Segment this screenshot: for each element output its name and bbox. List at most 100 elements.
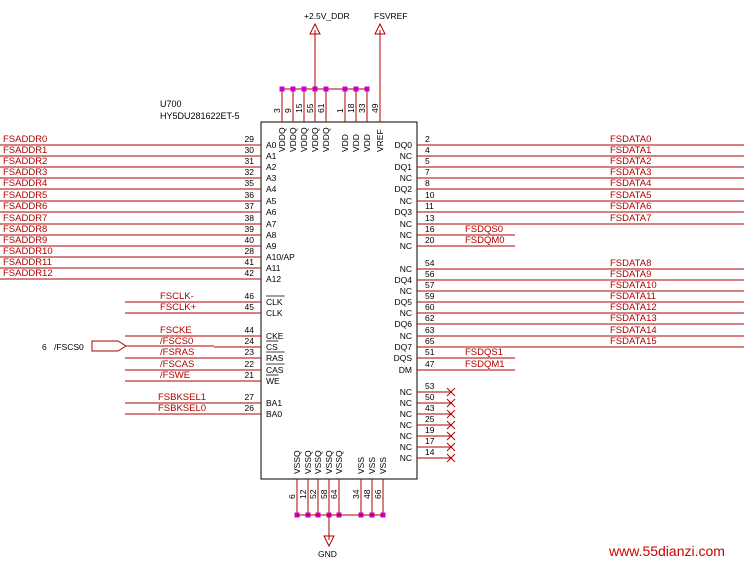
bottom-pin-name: VSSQ	[303, 450, 313, 474]
left-pin-name: CAS	[266, 365, 284, 375]
right-pin-number: 43	[425, 403, 435, 413]
right-pin-name: DQ0	[395, 140, 413, 150]
top-pin-name: VDDQ	[288, 127, 298, 152]
vref-net-label: FSVREF	[374, 11, 408, 21]
left-pin-number: 32	[245, 167, 255, 177]
gnd-arrow	[323, 535, 335, 548]
right-pin-name: NC	[400, 431, 412, 441]
right-pin-name: NC	[400, 308, 412, 318]
left-pin-number: 37	[245, 201, 255, 211]
right-pin-number: 8	[425, 178, 430, 188]
right-pin-number: 19	[425, 425, 435, 435]
left-pin-number: 45	[245, 302, 255, 312]
gnd-net-label: GND	[318, 549, 337, 559]
right-pin-number: 11	[425, 201, 434, 211]
bottom-pin-number: 12	[298, 489, 308, 499]
top-pin-number: 61	[316, 103, 326, 113]
right-net-label: FSDATA9	[610, 269, 651, 280]
right-net-label: FSDQM1	[465, 359, 505, 370]
bottom-pin-number: 52	[308, 489, 318, 499]
junction-dot	[353, 86, 359, 92]
left-net-label: FSADDR12	[3, 268, 53, 279]
bottom-pin-name: VSS	[356, 457, 366, 474]
right-pin-name: DQS	[394, 353, 413, 363]
left-net-label: /FSWE	[160, 370, 190, 381]
no-connect-marker	[446, 453, 456, 463]
ic-reference: U700	[160, 99, 182, 109]
left-pin-name: A5	[266, 196, 277, 206]
left-net-label: FSADDR8	[3, 224, 47, 235]
right-pin-name: NC	[400, 151, 412, 161]
right-pin-number: 57	[425, 280, 435, 290]
left-net-label: FSCLK-	[160, 291, 194, 302]
left-pin-name: CLK	[266, 297, 283, 307]
left-pin-name: A3	[266, 173, 277, 183]
no-connect-marker	[446, 409, 456, 419]
left-pin-name: A11	[266, 263, 281, 273]
junction-dot	[301, 86, 307, 92]
left-net-label: /FSCS0	[160, 336, 193, 347]
right-pin-name: NC	[400, 398, 412, 408]
left-pin-number: 46	[245, 291, 255, 301]
right-pin-name: NC	[400, 230, 412, 240]
right-pin-name: NC	[400, 219, 412, 229]
right-net-label: FSDATA12	[610, 302, 657, 313]
left-net-label: FSADDR7	[3, 213, 47, 224]
top-pin-name: VDDQ	[321, 127, 331, 152]
top-pin-number: 1	[335, 108, 345, 113]
left-pin-number: 35	[245, 178, 255, 188]
right-net-label: FSDATA0	[610, 134, 651, 145]
right-pin-number: 2	[425, 134, 430, 144]
left-pin-name: BA0	[266, 409, 282, 419]
right-net-label: FSDATA7	[610, 213, 651, 224]
right-pin-number: 65	[425, 336, 435, 346]
bottom-pin-number: 34	[351, 489, 361, 499]
right-net-label: FSDATA10	[610, 280, 657, 291]
left-pin-name: A4	[266, 184, 277, 194]
right-pin-number: 7	[425, 167, 430, 177]
junction-dot	[342, 86, 348, 92]
right-pin-number: 59	[425, 291, 435, 301]
right-pin-number: 50	[425, 392, 435, 402]
right-pin-number: 4	[425, 145, 430, 155]
right-net-label: FSDATA1	[610, 145, 651, 156]
left-pin-name: A0	[266, 140, 277, 150]
left-net-label: FSADDR11	[3, 257, 52, 268]
left-net-label: FSADDR1	[3, 145, 47, 156]
right-pin-number: 54	[425, 258, 435, 268]
vref-arrow	[374, 22, 386, 35]
left-pin-name: RAS	[266, 353, 284, 363]
left-pin-name: BA1	[266, 398, 282, 408]
right-pin-number: 16	[425, 224, 435, 234]
left-pin-number: 24	[245, 336, 255, 346]
bottom-pin-number: 58	[319, 489, 329, 499]
no-connect-marker	[446, 442, 456, 452]
right-pin-number: 53	[425, 381, 435, 391]
junction-dot	[279, 86, 285, 92]
left-pin-number: 30	[245, 145, 255, 155]
left-pin-name: A1	[266, 151, 277, 161]
right-pin-name: NC	[400, 173, 412, 183]
left-net-label: FSADDR2	[3, 156, 47, 167]
left-pin-number: 36	[245, 190, 255, 200]
right-net-label: FSDATA15	[610, 336, 657, 347]
right-net-label: FSDATA4	[610, 178, 651, 189]
right-pin-name: DQ6	[395, 319, 413, 329]
right-pin-name: DM	[399, 365, 412, 375]
left-pin-name: A8	[266, 230, 277, 240]
right-pin-name: NC	[400, 264, 412, 274]
vddq-arrow	[309, 22, 321, 35]
right-pin-name: NC	[400, 241, 412, 251]
junction-dot	[364, 86, 370, 92]
left-net-label: FSADDR0	[3, 134, 47, 145]
right-pin-name: DQ4	[395, 275, 413, 285]
top-pin-name: VREF	[375, 129, 385, 152]
top-pin-name: VDD	[340, 134, 350, 152]
right-net-label: FSDATA2	[610, 156, 651, 167]
top-pin-number: 18	[346, 103, 356, 113]
right-net-label: FSDQS1	[465, 347, 503, 358]
offpage-net-label: /FSCS0	[54, 342, 84, 352]
right-pin-number: 20	[425, 235, 435, 245]
left-net-label: FSADDR10	[3, 246, 53, 257]
left-pin-name: A7	[266, 219, 277, 229]
